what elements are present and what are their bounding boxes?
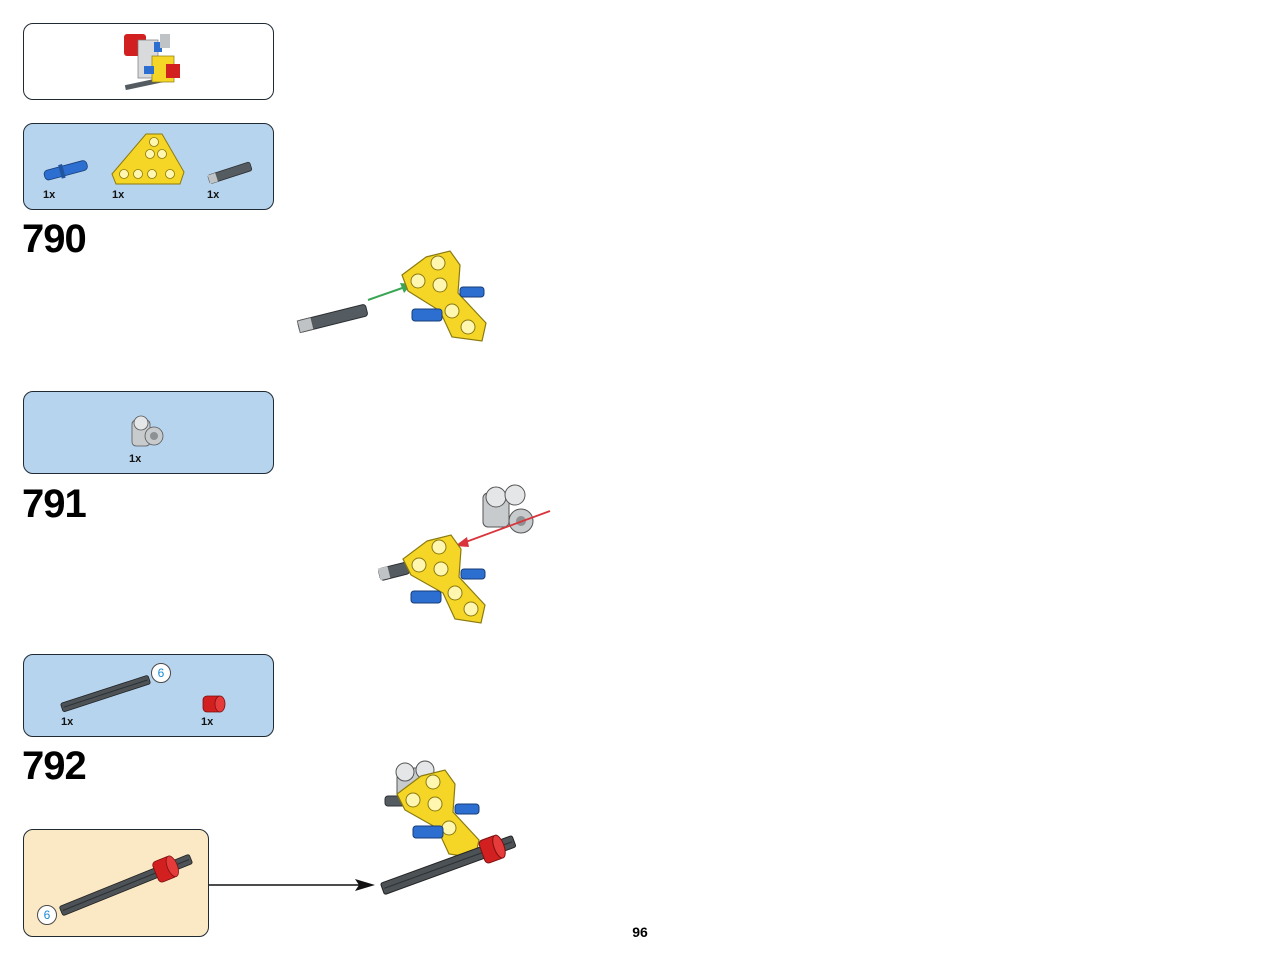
axle-length-badge: 6 <box>37 905 57 925</box>
overview-callout <box>23 23 274 100</box>
step-791-assembly-image <box>377 484 551 624</box>
step-number-792: 792 <box>22 744 87 788</box>
step-790-assembly-image <box>296 250 487 342</box>
page-number: 96 <box>632 924 648 940</box>
overview-model-image <box>124 34 180 91</box>
step-792-assembly-image <box>380 760 517 895</box>
parts-list-790: 1x 1x 1x <box>23 123 274 210</box>
step-number-790: 790 <box>22 217 87 261</box>
axle-with-bush-image <box>59 854 193 916</box>
part-qty: 1x <box>43 189 56 201</box>
blue-pin-icon <box>43 160 88 181</box>
subassembly-callout: 6 <box>23 829 209 937</box>
part-qty: 1x <box>207 189 220 201</box>
axle-length-badge: 6 <box>151 663 171 683</box>
yellow-triangle-beam-icon <box>111 133 185 185</box>
red-bush-icon <box>202 695 226 713</box>
part-qty: 1x <box>201 716 214 728</box>
parts-list-792: 6 1x 1x <box>23 654 274 737</box>
long-axle-icon <box>60 675 151 712</box>
parts-list-791: 1x <box>23 391 274 474</box>
part-qty: 1x <box>129 453 142 465</box>
gray-axle-connector-icon <box>207 161 253 184</box>
part-qty: 1x <box>112 189 125 201</box>
step-number-791: 791 <box>22 482 87 526</box>
part-qty: 1x <box>61 716 74 728</box>
gray-connector-icon <box>131 415 164 447</box>
subassembly-arrow <box>209 879 375 891</box>
